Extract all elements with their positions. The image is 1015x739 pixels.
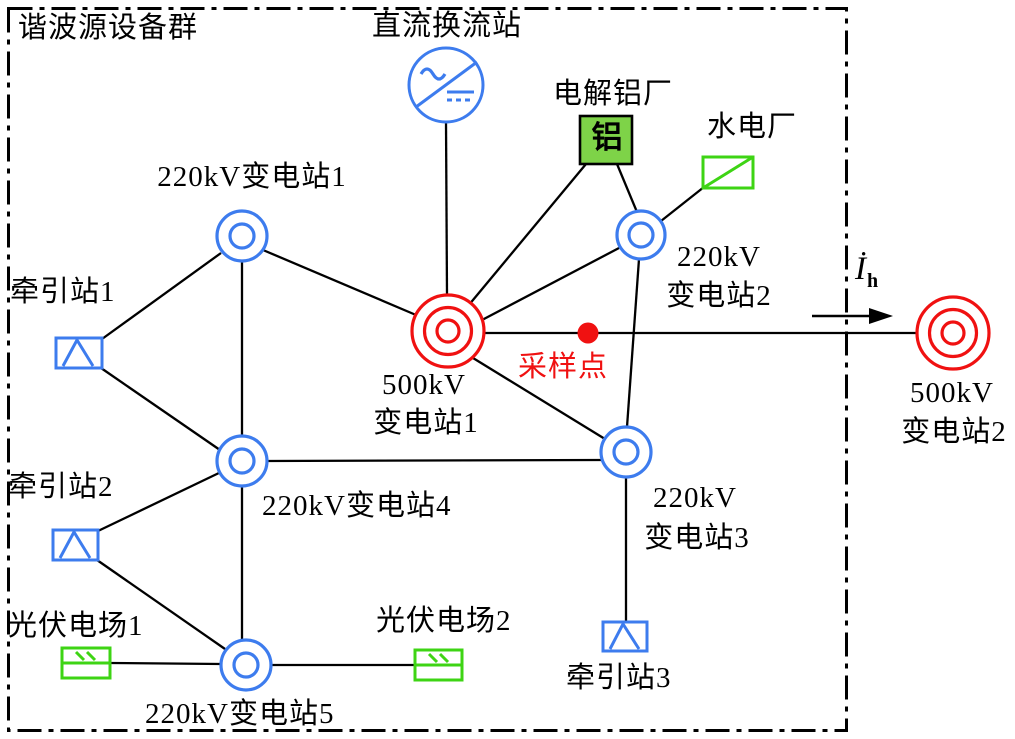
traction-station-1-icon <box>54 336 104 370</box>
harmonic-group-border <box>7 7 848 732</box>
line-220kv4-220kv3 <box>266 458 602 463</box>
substation-220kv-2-icon <box>615 209 667 261</box>
sampling-point-dot <box>577 322 599 344</box>
traction-station-3-icon <box>601 620 649 653</box>
line-500kv1-220kv3 <box>472 357 606 440</box>
substation-220kv-3-label-line1: 220kV <box>653 482 737 514</box>
aluminum-plant-label: 电解铝厂 <box>552 78 674 110</box>
line-220kv2-500kv1 <box>481 246 620 322</box>
line-hydro-220kv2 <box>660 186 705 222</box>
line-aluminum-500kv1 <box>467 163 587 307</box>
pv-plant-1-icon <box>60 646 112 680</box>
traction-station-2-label: 牵引站2 <box>8 471 114 503</box>
line-pv1-220kv5 <box>109 661 222 666</box>
hydro-plant-icon <box>701 155 755 190</box>
line-220kv2-220kv3 <box>625 258 641 428</box>
substation-500kv-2-icon <box>915 295 991 371</box>
pv-plant-1-label: 光伏电场1 <box>8 610 144 642</box>
substation-500kv-1-label-line2: 变电站1 <box>373 407 479 439</box>
group-label: 谐波源设备群 <box>18 12 199 44</box>
aluminum-box-text: 铝 <box>591 120 623 155</box>
sampling-point-label: 采样点 <box>518 351 609 383</box>
substation-500kv-2-label-line2: 变电站2 <box>901 416 1007 448</box>
substation-220kv-2-label-line2: 变电站2 <box>666 280 772 312</box>
substation-220kv-2-label-line1: 220kV <box>677 241 761 273</box>
line-220kv1-500kv1 <box>262 248 417 317</box>
line-traction1-220kv4 <box>100 367 221 451</box>
traction-station-3-label: 牵引站3 <box>566 662 672 694</box>
substation-220kv-5-label: 220kV变电站5 <box>145 698 335 730</box>
substation-500kv-1-icon <box>410 293 486 369</box>
pv-plant-2-icon <box>413 648 464 682</box>
substation-220kv-1-label: 220kV变电站1 <box>157 161 347 193</box>
pv-plant-2-label: 光伏电场2 <box>376 605 512 637</box>
hydro-plant-label: 水电厂 <box>706 111 798 143</box>
traction-station-1-label: 牵引站1 <box>10 276 116 308</box>
dc-converter-icon <box>407 46 485 124</box>
substation-220kv-3-label-line2: 变电站3 <box>644 522 750 554</box>
harmonic-current-symbol: İ <box>855 251 866 287</box>
line-traction2-220kv4 <box>97 470 222 533</box>
aluminum-plant-icon <box>578 114 634 166</box>
substation-220kv-4-icon <box>215 434 269 488</box>
substation-220kv-5-icon <box>219 638 273 692</box>
harmonic-current-label: İh <box>855 252 878 292</box>
line-aluminum-220kv2 <box>615 163 639 213</box>
substation-220kv-4-label: 220kV变电站4 <box>262 490 452 522</box>
harmonic-current-subscript: h <box>867 269 879 292</box>
line-traction2-220kv5 <box>96 559 226 650</box>
line-converter-500kv1 <box>444 121 449 296</box>
substation-220kv-1-icon <box>215 209 269 263</box>
traction-station-2-icon <box>51 528 100 562</box>
harmonic-current-arrow <box>812 308 893 324</box>
dc-converter-label: 直流换流站 <box>371 10 523 42</box>
line-220kv1-traction1 <box>101 252 222 340</box>
transmission-lines <box>96 121 917 667</box>
substation-500kv-2-label-line1: 500kV <box>910 377 994 409</box>
substation-220kv-3-icon <box>599 425 653 479</box>
substation-500kv-1-label-line1: 500kV <box>382 369 466 401</box>
